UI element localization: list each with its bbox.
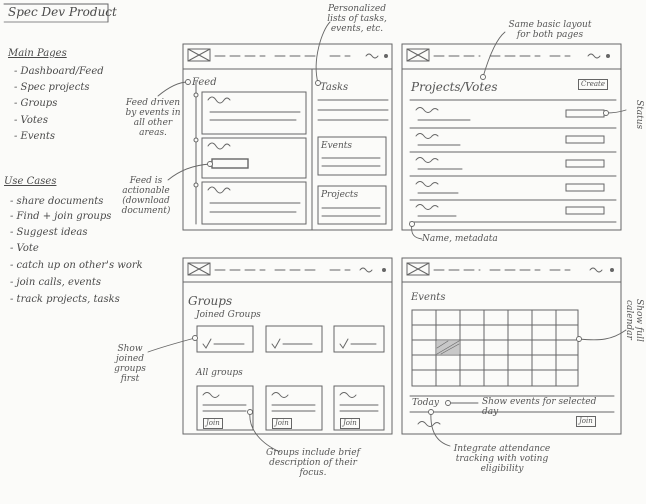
annotation-personalized: Personalized lists of tasks, events, etc… [327, 4, 387, 34]
annotation-show-calendar: Show full calendar [624, 298, 644, 342]
join-button[interactable]: Join [340, 418, 360, 429]
today-label: Today [412, 398, 439, 408]
main-pages-heading: Main Pages [8, 48, 67, 59]
annotation-feed-actionable: Feed is actionable (download document) [121, 176, 171, 216]
main-pages-item: - Groups [14, 98, 58, 109]
events-label: Events [321, 141, 353, 151]
events-join-button[interactable]: Join [576, 416, 596, 427]
main-pages-item: - Spec projects [14, 82, 90, 93]
use-case-item: - Vote [10, 243, 39, 254]
annotation-groups-include: Groups include brief description of thei… [266, 448, 360, 478]
annotation-show-events: Show events for selected day [482, 397, 597, 417]
all-groups-label: All groups [196, 368, 243, 378]
main-pages-item: - Events [14, 131, 56, 142]
annotation-integrate-attendance: Integrate attendance tracking with votin… [453, 444, 551, 474]
use-case-item: - track projects, tasks [10, 294, 120, 305]
groups-wireframe [182, 257, 393, 435]
events-wireframe [401, 257, 622, 435]
main-pages-item: - Votes [14, 115, 48, 126]
create-button[interactable]: Create [578, 79, 608, 90]
annotation-leaders [147, 21, 627, 453]
annotation-status: Status [634, 100, 644, 130]
annotation-show-joined: Show joined groups first [114, 344, 146, 384]
use-case-item: - join calls, events [10, 277, 102, 288]
groups-title: Groups [188, 294, 233, 308]
join-button[interactable]: Join [203, 418, 223, 429]
use-case-item: - catch up on other's work [10, 260, 143, 271]
annotation-feed-driven: Feed driven by events in all other areas… [125, 98, 181, 138]
use-case-item: - Find + join groups [10, 211, 112, 222]
feed-label: Feed [192, 77, 217, 88]
tasks-label: Tasks [320, 82, 349, 93]
dashboard-wireframe [182, 43, 393, 231]
join-button[interactable]: Join [272, 418, 292, 429]
joined-groups-label: Joined Groups [196, 310, 261, 320]
use-case-item: - share documents [10, 196, 104, 207]
page-title: Spec Dev Product [8, 5, 117, 19]
projects-votes-wireframe [401, 43, 622, 231]
projects-label: Projects [321, 190, 359, 200]
use-cases-heading: Use Cases [4, 176, 57, 187]
annotation-name-metadata: Name, metadata [422, 234, 498, 244]
main-pages-item: - Dashboard/Feed [14, 66, 104, 77]
projects-votes-title: Projects/Votes [411, 80, 498, 94]
use-case-item: - Suggest ideas [10, 227, 88, 238]
events-title: Events [411, 292, 446, 303]
annotation-same-layout: Same basic layout for both pages [508, 20, 592, 40]
